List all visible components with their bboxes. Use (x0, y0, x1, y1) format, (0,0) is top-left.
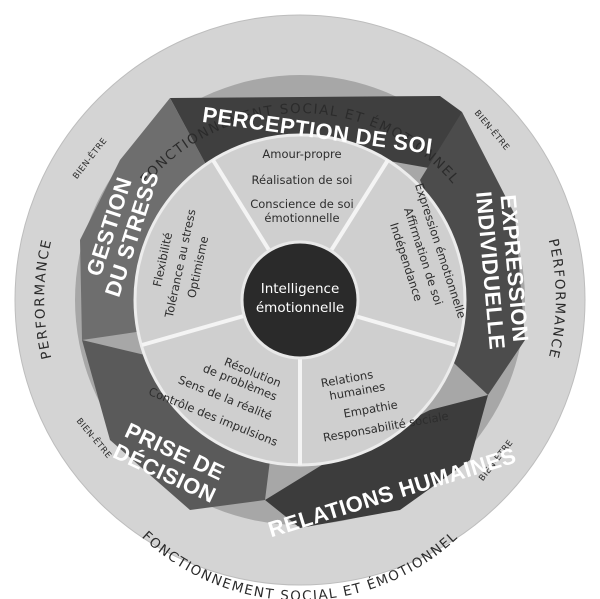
center-line2: émotionnelle (256, 300, 344, 316)
outer-label-left: PERFORMANCE (32, 237, 55, 361)
subscale-item: Conscience de soi (250, 197, 354, 211)
outer-label-right: PERFORMANCE (545, 237, 568, 361)
center-line1: Intelligence (261, 281, 340, 297)
subscale-item: Amour-propre (262, 147, 341, 161)
center-circle (240, 240, 360, 360)
band-stress (80, 98, 210, 340)
subscale-item: Réalisation de soi (252, 173, 353, 187)
band-relations (265, 395, 488, 528)
band-decision (82, 340, 270, 510)
subscale-item: émotionnelle (264, 211, 339, 225)
perception-subscales: Amour-propre Réalisation de soi Conscien… (250, 147, 354, 225)
